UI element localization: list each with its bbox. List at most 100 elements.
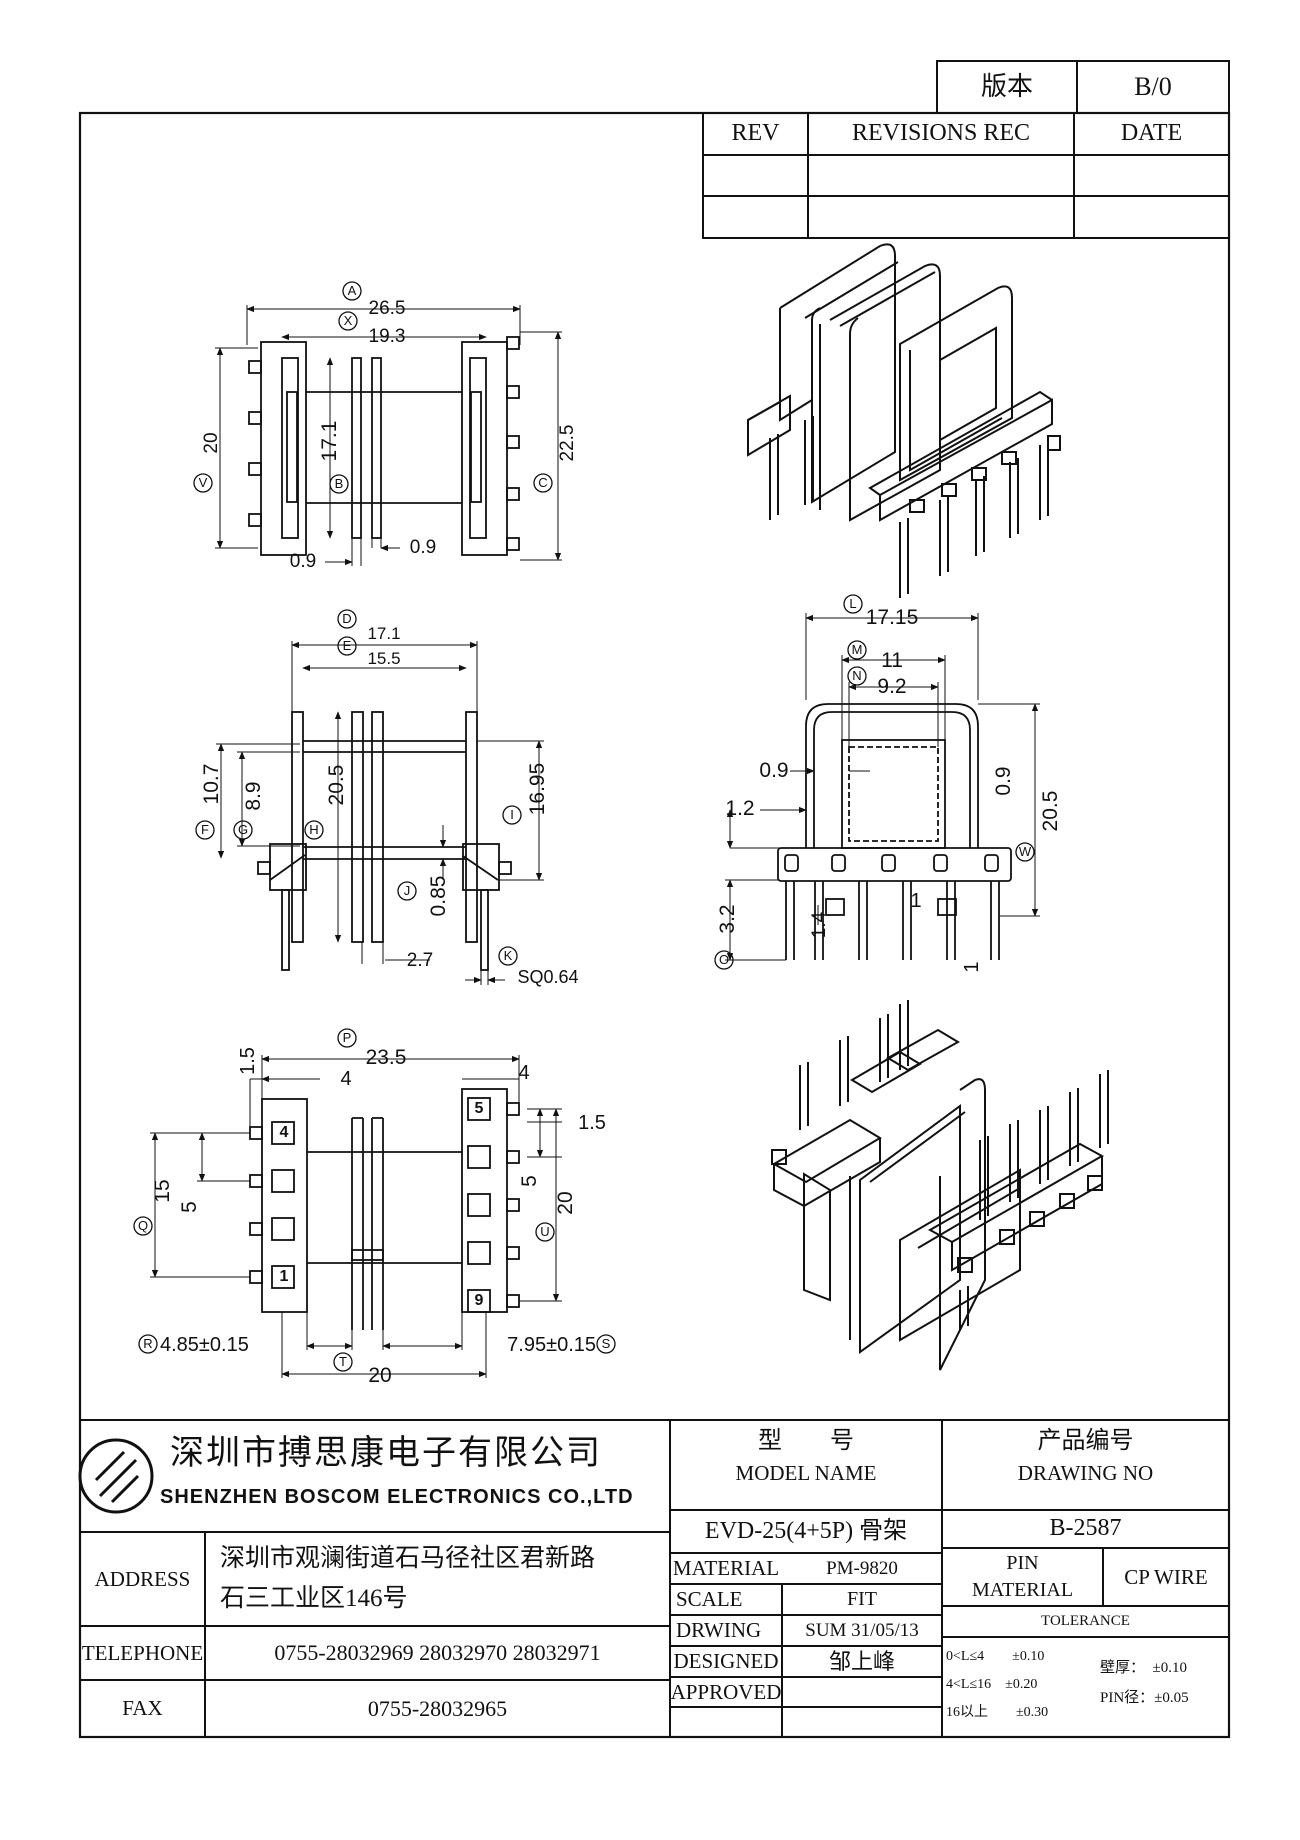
dim-d-value: 17.1 xyxy=(367,624,401,644)
revision-row-1-rec xyxy=(808,155,1074,196)
pin-label-line-1: PIN xyxy=(1006,1551,1039,1574)
designed-value: 邹上峰 xyxy=(828,1648,895,1674)
dim-x-value: 19.3 xyxy=(368,326,406,348)
drawing-label-en: DRAWING NO xyxy=(1017,1460,1154,1485)
pin-label-5: 5 xyxy=(474,1099,484,1117)
tolerance-wall: 壁厚： ±0.10 xyxy=(1100,1660,1187,1677)
dim-letter-e: E xyxy=(342,637,352,653)
drwing-label: DRWING xyxy=(676,1618,762,1643)
dim-letter-a: A xyxy=(347,282,357,298)
revision-row-2-rev xyxy=(703,196,808,238)
isometric-view-top xyxy=(747,243,1061,598)
dim-t-value: 20 xyxy=(368,1363,392,1387)
fax-label: FAX xyxy=(122,1696,163,1721)
dim-letter-q: Q xyxy=(137,1217,149,1233)
model-label-en: MODEL NAME xyxy=(735,1460,877,1485)
side-view-dims xyxy=(216,641,544,985)
revision-row-1-rev xyxy=(703,155,808,196)
pin-label-9: 9 xyxy=(474,1291,484,1309)
dim-letter-b: B xyxy=(334,475,344,491)
company-name-cn: 深圳市搏思康电子有限公司 xyxy=(170,1435,602,1473)
dim-letter-o: O xyxy=(718,951,730,967)
dim-5-left: 5 xyxy=(177,1201,201,1213)
version-label: 版本 xyxy=(980,72,1033,102)
dim-17-1-value: 17.1 xyxy=(317,420,341,462)
dim-p-value: 23.5 xyxy=(365,1045,407,1069)
fax-value: 0755-28032965 xyxy=(367,1695,508,1721)
dim-inner-wall: 0.9 xyxy=(759,758,789,782)
company-name-en: SHENZHEN BOSCOM ELECTRONICS CO.,LTD xyxy=(160,1485,634,1508)
drawing-label-cn: 产品编号 xyxy=(1037,1428,1134,1455)
dim-letter-g: G xyxy=(237,821,249,837)
dim-o-value: 3.2 xyxy=(715,904,739,934)
dim-q-value: 15 xyxy=(150,1179,174,1203)
company-logo xyxy=(78,1438,154,1514)
dim-letter-k: K xyxy=(503,947,513,963)
address-label: ADDRESS xyxy=(94,1566,191,1591)
telephone-label: TELEPHONE xyxy=(81,1640,204,1665)
address-line-1: 深圳市观澜街道石马径社区君新路 xyxy=(220,1544,596,1572)
dim-letter-i: I xyxy=(510,806,514,822)
dim-h-value: 20.5 xyxy=(324,764,348,806)
dim-c-value: 22.5 xyxy=(557,424,579,462)
dim-4-left: 4 xyxy=(340,1067,352,1090)
pin-label-4: 4 xyxy=(279,1123,289,1141)
bottom-view xyxy=(249,1088,520,1330)
revision-row-2-date xyxy=(1074,196,1229,238)
telephone-value: 0755-28032969 28032970 28032971 xyxy=(274,1640,601,1666)
tolerance-row-3: 16以上 ±0.30 xyxy=(946,1704,1049,1720)
revision-row-2-rec xyxy=(808,196,1074,238)
dim-s-value: 7.95±0.15 xyxy=(507,1333,596,1356)
pin-label-1: 1 xyxy=(279,1267,289,1285)
dim-g-value: 8.9 xyxy=(241,781,265,811)
dim-j-value: 0.85 xyxy=(426,875,450,917)
pin-label-line-2: MATERIAL xyxy=(971,1579,1074,1601)
dim-letter-r: R xyxy=(143,1335,153,1351)
tolerance-title: TOLERANCE xyxy=(1041,1612,1130,1629)
tolerance-row-1: 0<L≤4 ±0.10 xyxy=(946,1648,1045,1664)
material-label: MATERIAL xyxy=(672,1556,780,1581)
dim-width-left: 0.9 xyxy=(289,551,317,573)
dim-letter-c: C xyxy=(538,474,548,490)
dim-u-value: 20 xyxy=(553,1191,577,1215)
top-view-dims xyxy=(215,305,562,566)
dim-5-right: 5 xyxy=(517,1175,541,1187)
dim-1-2-value: 1.2 xyxy=(725,796,755,820)
dim-letter-h: H xyxy=(309,821,319,837)
dim-pin-offset-value: 1 xyxy=(960,961,983,973)
scale-label: SCALE xyxy=(676,1587,743,1612)
side-view xyxy=(257,711,512,971)
material-value: PM-9820 xyxy=(826,1557,898,1579)
tolerance-pin-dia: PIN径：±0.05 xyxy=(1100,1690,1189,1707)
dim-n-value: 9.2 xyxy=(877,674,907,698)
dim-1-4-value: 1.4 xyxy=(809,911,831,939)
dim-letter-p: P xyxy=(342,1029,352,1045)
revision-row-1-date xyxy=(1074,155,1229,196)
dim-width-right: 0.9 xyxy=(409,537,437,559)
dim-letter-v: V xyxy=(198,474,208,490)
approved-value xyxy=(782,1677,942,1707)
approved-label: APPROVED xyxy=(670,1679,782,1704)
isometric-view-bottom xyxy=(771,1000,1109,1371)
model-value: EVD-25(4+5P) 骨架 xyxy=(704,1517,908,1544)
dim-1-5-left: 1.5 xyxy=(236,1047,259,1075)
date-header: DATE xyxy=(1120,120,1183,147)
rev-header: REV xyxy=(731,120,780,147)
dim-1-5-right: 1.5 xyxy=(578,1111,606,1134)
dim-letter-f: F xyxy=(201,821,209,837)
revisions-rec-header: REVISIONS REC xyxy=(851,120,1031,147)
dim-letter-m: M xyxy=(851,641,863,657)
designed-label: DESIGNED xyxy=(673,1649,779,1674)
dim-f-value: 10.7 xyxy=(199,763,223,805)
top-view xyxy=(248,336,520,556)
dim-letter-t: T xyxy=(339,1353,347,1369)
model-label-cn: 型 号 xyxy=(758,1428,854,1455)
dim-k-value: SQ0.64 xyxy=(517,966,579,987)
pin-material-value: CP WIRE xyxy=(1124,1564,1208,1589)
dim-letter-d: D xyxy=(342,610,352,626)
frame-lines xyxy=(78,60,1231,1739)
dim-i-value: 16.95 xyxy=(525,762,549,816)
dim-w-value: 20.5 xyxy=(1038,790,1062,832)
